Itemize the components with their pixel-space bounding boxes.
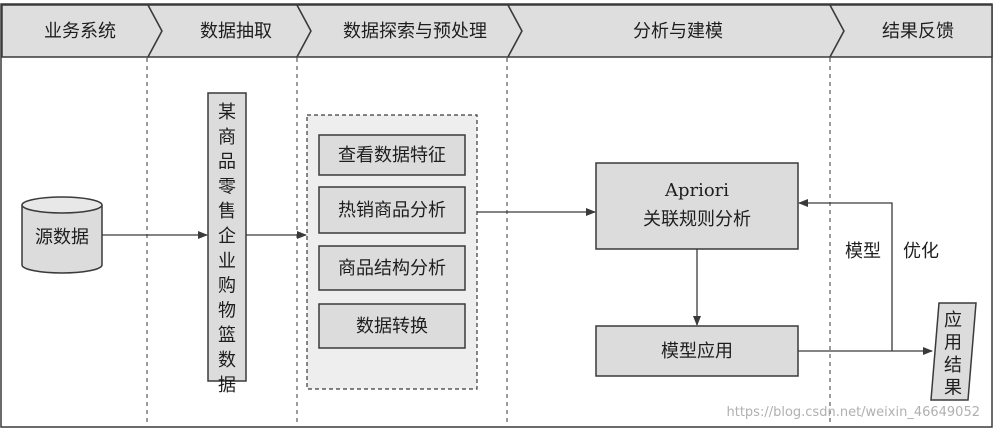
model-apply-box: 模型应用 bbox=[595, 325, 799, 377]
vertical-char: 某 bbox=[218, 102, 236, 123]
basket-data-label: 某商品零售企业购物篮数据 bbox=[218, 102, 236, 396]
explore-step-4: 数据转换 bbox=[318, 303, 466, 349]
stage-label-1: 业务系统 bbox=[44, 21, 116, 42]
result-box: 应用结果 bbox=[930, 302, 977, 401]
connectors bbox=[102, 199, 933, 355]
vertical-char: 品 bbox=[218, 152, 236, 173]
stage-label-4: 分析与建模 bbox=[633, 21, 723, 42]
outer-frame bbox=[0, 3, 993, 428]
stage-chevron-5 bbox=[828, 4, 993, 58]
explore-step-2: 热销商品分析 bbox=[318, 186, 466, 234]
column-separators bbox=[146, 58, 831, 426]
apriori-label-line2: 关联规则分析 bbox=[643, 209, 751, 230]
stage-header: 业务系统 数据抽取 数据探索与预处理 分析与建模 结果反馈 bbox=[1, 4, 993, 58]
explore-step-3-label: 商品结构分析 bbox=[338, 258, 446, 279]
feedback-label-model: 模型 bbox=[845, 241, 881, 262]
vertical-char: 篮 bbox=[218, 325, 236, 346]
vertical-char: 应 bbox=[944, 310, 962, 331]
stage-label-3: 数据探索与预处理 bbox=[343, 21, 487, 42]
apriori-box: Apriori 关联规则分析 bbox=[595, 162, 799, 250]
vertical-char: 企 bbox=[218, 226, 236, 247]
vertical-char: 购 bbox=[218, 276, 236, 297]
basket-data-box: 某商品零售企业购物篮数据 bbox=[207, 92, 247, 396]
vertical-char: 业 bbox=[218, 251, 236, 272]
source-data-cylinder: 源数据 bbox=[21, 196, 103, 274]
arrow-feedback-to-apriori bbox=[798, 199, 893, 351]
vertical-char: 果 bbox=[944, 378, 962, 399]
source-data-label: 源数据 bbox=[35, 227, 89, 248]
vertical-char: 售 bbox=[218, 201, 236, 222]
watermark-text: https://blog.csdn.net/weixin_46649052 bbox=[726, 405, 980, 420]
explore-step-3: 商品结构分析 bbox=[318, 245, 466, 291]
vertical-char: 结 bbox=[944, 355, 962, 376]
apriori-label-line1: Apriori bbox=[664, 180, 729, 201]
vertical-char: 物 bbox=[218, 300, 236, 321]
explore-step-1: 查看数据特征 bbox=[318, 134, 466, 176]
vertical-char: 数 bbox=[218, 350, 236, 371]
stage-label-2: 数据抽取 bbox=[200, 21, 272, 42]
explore-step-2-label: 热销商品分析 bbox=[338, 200, 446, 221]
vertical-char: 据 bbox=[218, 375, 236, 396]
vertical-char: 商 bbox=[218, 127, 236, 148]
result-label: 应用结果 bbox=[944, 310, 962, 399]
vertical-char: 用 bbox=[944, 333, 962, 354]
feedback-label-optimize: 优化 bbox=[903, 241, 939, 262]
explore-step-4-label: 数据转换 bbox=[356, 316, 428, 337]
vertical-char: 零 bbox=[218, 176, 236, 197]
explore-step-1-label: 查看数据特征 bbox=[338, 145, 446, 166]
stage-label-5: 结果反馈 bbox=[882, 21, 954, 42]
model-apply-label: 模型应用 bbox=[661, 341, 733, 362]
